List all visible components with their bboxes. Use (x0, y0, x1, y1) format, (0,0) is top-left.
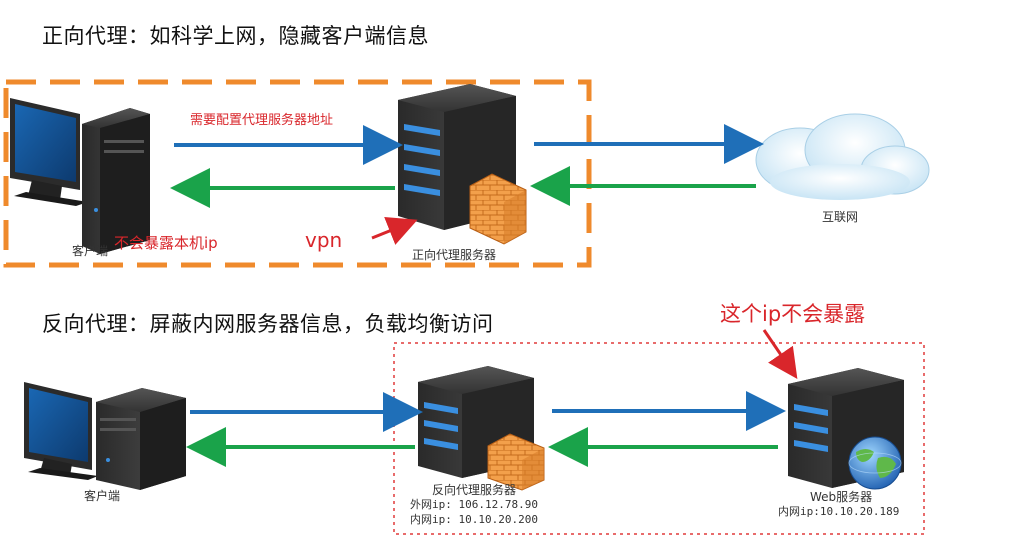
firewall-icon (469, 173, 527, 245)
forward-proxy-heading: 正向代理：如科学上网，隐藏客户端信息 (42, 24, 429, 48)
reverse-proxy-boundary (393, 342, 925, 535)
cloud-icon (755, 113, 930, 200)
proxy-external-ip: 外网ip: 106.12.78.90 (410, 498, 538, 511)
web-internal-ip: 内网ip:10.10.20.189 (778, 505, 900, 518)
web-server-label: Web服务器 (810, 490, 873, 504)
internet-label: 互联网 (822, 210, 859, 224)
hidden-ip-note: 这个ip不会暴露 (720, 302, 866, 326)
proxy-internal-ip: 内网ip: 10.10.20.200 (410, 513, 538, 526)
forward-proxy-boundary (3, 79, 592, 268)
reverse-proxy-heading: 反向代理：屏蔽内网服务器信息，负载均衡访问 (42, 312, 494, 336)
desktop-computer-icon (10, 98, 150, 254)
firewall-icon (487, 433, 545, 491)
globe-icon (848, 436, 902, 490)
desktop-computer-icon (24, 382, 186, 490)
config-note: 需要配置代理服务器地址 (190, 113, 334, 128)
forward-proxy-label: 正向代理服务器 (412, 248, 497, 262)
reverse-client-label: 客户端 (84, 489, 121, 503)
hidden-ip-pointer-arrow (762, 329, 798, 379)
forward-client-label: 客户端 (72, 244, 109, 258)
vpn-label: vpn (305, 228, 343, 252)
client-note: 不会暴露本机ip (114, 234, 218, 252)
vpn-pointer-arrow (371, 216, 418, 245)
reverse-proxy-label: 反向代理服务器 (432, 483, 517, 497)
